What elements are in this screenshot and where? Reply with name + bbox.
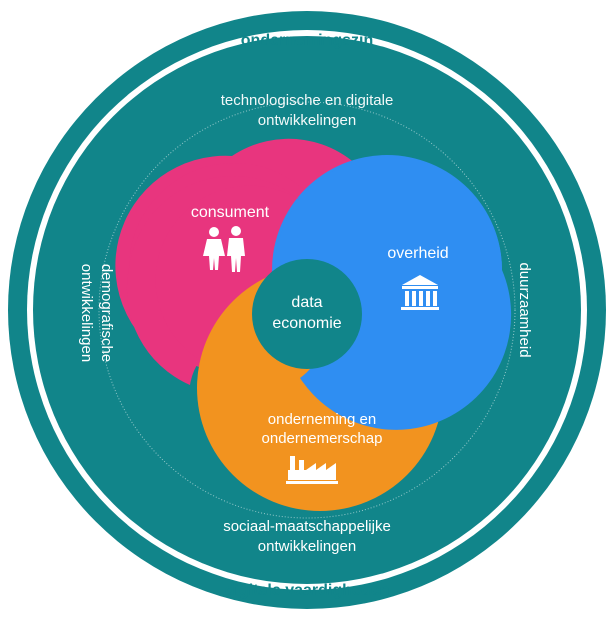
outer-ring-top-label: ondernemingszin <box>241 32 373 49</box>
consumer-label: consument <box>191 204 270 221</box>
business-label-line1: onderneming en <box>268 411 376 428</box>
government-building-icon <box>401 275 439 310</box>
consumer-swirl <box>126 176 300 385</box>
center-label-line2: economie <box>272 315 341 332</box>
tech-label-line1: technologische en digitale <box>221 92 394 109</box>
factory-icon <box>286 456 338 484</box>
social-label-line2: ontwikkelingen <box>258 538 356 555</box>
business-label-line2: ondernemerschap <box>262 430 383 447</box>
outer-ring-bottom-label: digitale vaardigheden <box>225 582 389 599</box>
demographic-label-line1: demografische <box>98 264 115 362</box>
center-disc <box>252 259 362 369</box>
tech-label-line2: ontwikkelingen <box>258 112 356 129</box>
demographic-label-line2: ontwikkelingen <box>78 264 95 362</box>
sustainability-label: duurzaamheid <box>516 262 533 357</box>
social-label-line1: sociaal-maatschappelijke <box>223 518 391 535</box>
people-icon <box>203 226 245 272</box>
government-label: overheid <box>387 245 448 262</box>
inner-dotted-ring <box>98 101 516 519</box>
center-label-line1: data <box>291 294 322 311</box>
